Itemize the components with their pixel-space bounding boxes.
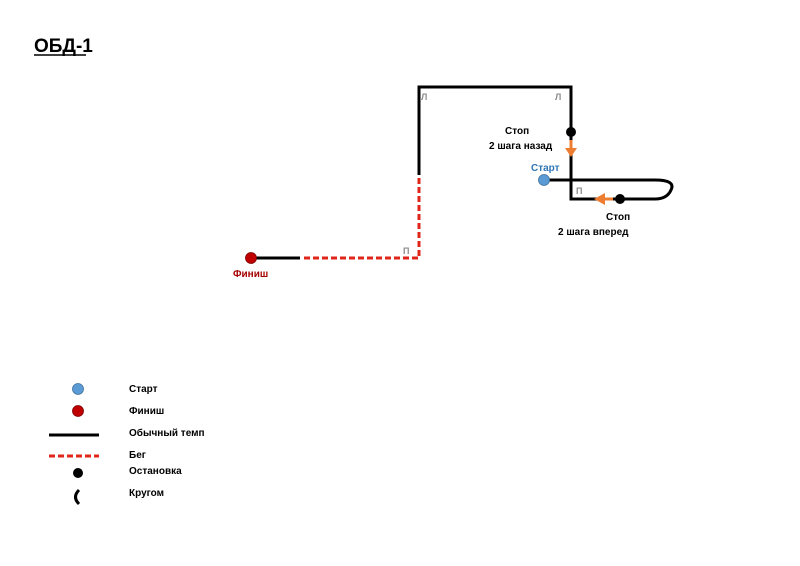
stop-back-label-line2: 2 шага назад	[489, 141, 553, 152]
turn-right-bottom: П	[403, 246, 409, 256]
legend-stop-icon	[73, 468, 83, 478]
legend-item-walk: Обычный темп	[49, 427, 205, 439]
diagram-title: ОБД-1	[34, 36, 93, 57]
legend-item-circle: Кругом	[74, 488, 164, 506]
arrow-left	[594, 193, 613, 205]
legend-finish-label: Финиш	[129, 406, 164, 417]
start-marker	[538, 174, 550, 186]
legend-run-label: Бег	[129, 450, 146, 461]
stop-forward-label-line1: Стоп	[606, 212, 630, 223]
legend-item-finish: Финиш	[72, 405, 164, 417]
start-label: Старт	[531, 163, 560, 174]
arrow-down	[565, 140, 577, 157]
legend-finish-icon	[72, 405, 84, 417]
stop-back-label-line1: Стоп	[505, 126, 529, 137]
turn-left-corner: Л	[421, 92, 427, 102]
legend-stop-label: Остановка	[129, 466, 182, 477]
legend-turnaround-icon	[74, 488, 81, 506]
turnaround-arc	[654, 178, 674, 201]
legend-start-icon	[72, 383, 84, 395]
legend-item-stop: Остановка	[73, 466, 182, 478]
finish-label: Финиш	[233, 269, 268, 280]
turn-left-right: Л	[555, 92, 561, 102]
stop-back-dot	[566, 127, 576, 137]
stop-forward-dot	[615, 194, 625, 204]
turn-right-start: П	[576, 186, 582, 196]
finish-marker	[245, 252, 257, 264]
legend-circle-label: Кругом	[129, 488, 164, 499]
legend-walk-label: Обычный темп	[129, 427, 205, 439]
legend-item-run: Бег	[49, 450, 146, 461]
route-run	[302, 178, 421, 260]
legend-item-start: Старт	[72, 383, 158, 395]
legend: Старт Финиш Обычный темп Бег Остановка К…	[49, 383, 205, 506]
legend-start-label: Старт	[129, 384, 158, 395]
stop-forward-label-line2: 2 шага вперед	[558, 227, 629, 238]
